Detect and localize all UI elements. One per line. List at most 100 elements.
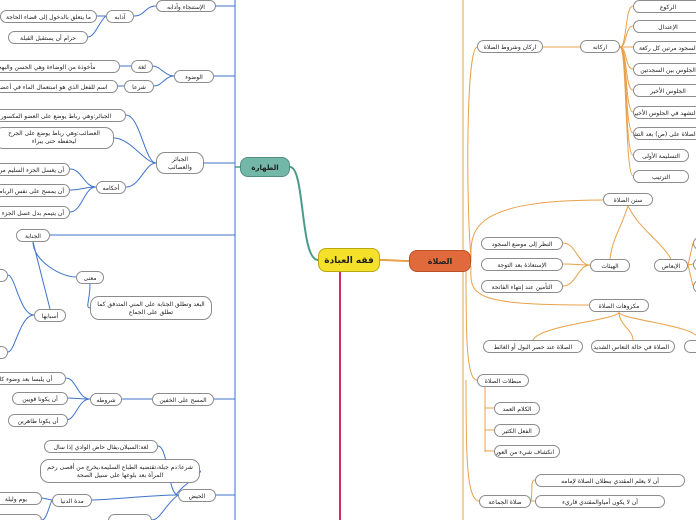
- link-asbab-item: [7, 274, 35, 316]
- node-sunan[interactable]: سنن الصلاة: [603, 193, 653, 206]
- central-topic-fiqh-ibada[interactable]: فقه العبادة: [318, 248, 380, 272]
- link-abaad-item: [687, 242, 694, 266]
- pillar-item[interactable]: الجلوس الأخير: [633, 84, 696, 97]
- pillar-item[interactable]: الجلوس بين السجدتين: [633, 63, 696, 76]
- jabair-def[interactable]: العصائب:وهي رباط يوضع على الجرح ليحفظه ح…: [0, 127, 114, 149]
- jamaa-item[interactable]: أن لا يعلم المقتدي ببطلان الصلاة لإمامه: [535, 474, 685, 487]
- link-hayd-mudda: [91, 494, 179, 501]
- pillar-item[interactable]: التسليمة الأولى: [633, 149, 689, 162]
- node-wudu-shar[interactable]: شرعا: [124, 80, 154, 93]
- node-asbab[interactable]: أسبابها: [34, 309, 66, 322]
- node-pillars-label[interactable]: اركانه: [580, 40, 620, 53]
- link-ahkam-item: [69, 186, 97, 213]
- mubtilat-item[interactable]: الفعل الكثير: [494, 424, 540, 437]
- hayat-item[interactable]: النظر إلى موضع السجود: [481, 237, 563, 250]
- node-maana[interactable]: معنى: [76, 271, 104, 284]
- pillar-item[interactable]: الترتيب: [633, 170, 689, 183]
- link-pillars: [467, 46, 478, 259]
- hayd-mudda-item[interactable]: يوم وليلة: [0, 492, 42, 505]
- shurut-item[interactable]: أن يلبسا بعد وضوء كامل: [0, 372, 66, 385]
- hayd-shar[interactable]: شرعا:دم جبلة،تقتضيه الطباع السليمة،يخرج …: [40, 459, 200, 483]
- jabair-def[interactable]: الجبائر:وهي رباط يوضع على العضو المكسور: [0, 109, 126, 122]
- link-hayat: [609, 205, 629, 260]
- link-abaad: [627, 205, 672, 260]
- node-khuffain[interactable]: المسح على الخفين: [152, 393, 214, 406]
- link-sunan: [470, 199, 604, 263]
- maana-text[interactable]: البعد وتطلق الجنابة على المني المتدفق كم…: [90, 296, 212, 320]
- link-adab-item: [87, 15, 107, 38]
- link-ahkam: [125, 162, 157, 188]
- link-hayat-item: [562, 242, 591, 266]
- link-jabair-def: [113, 137, 157, 164]
- link-hayd-mudda-item: [41, 499, 53, 520]
- ahkam-item[interactable]: أن يمسح على نفس الرباط بالماء: [0, 184, 70, 197]
- node-wudu-lugha[interactable]: لغة: [131, 60, 153, 73]
- makruhat-item[interactable]: الصلاة عند حصر البول أو الغائط: [483, 340, 583, 353]
- link-makruh-item: [618, 311, 696, 336]
- topic-prayer[interactable]: الصلاة: [409, 250, 471, 272]
- node-shurut[interactable]: شروطه: [90, 393, 122, 406]
- node-hayat[interactable]: الهيئات: [590, 259, 630, 272]
- mubtilat-item[interactable]: الكلام العمد: [494, 402, 540, 415]
- node-jabair[interactable]: الجبائر والعصائب: [156, 152, 204, 174]
- hayat-item[interactable]: الإستعاذة بعد التوجة: [481, 258, 563, 271]
- link-makruh-item: [532, 311, 620, 341]
- link-shurut-item: [65, 377, 91, 400]
- hayd-lugha[interactable]: لغة:السيلان،يقال حاض الوادي إذا سال: [44, 440, 158, 453]
- asbab-item[interactable]: [0, 346, 8, 359]
- node-makruhat[interactable]: مكروهات الصلاة: [589, 299, 649, 312]
- asbab-item[interactable]: [0, 269, 8, 282]
- wudu-shar-text[interactable]: اسم للفعل الذي هو استعمال الماء في أعضاء…: [0, 80, 118, 93]
- link-shurut-item: [65, 398, 91, 421]
- jamaa-item[interactable]: أن لا يكون أمياوالمقتدي قاريء: [535, 495, 665, 508]
- link-hayd-mudda-item: [41, 497, 53, 501]
- adab-item[interactable]: ما يتعلق بالدخول إلى قضاء الحاجة: [0, 10, 97, 23]
- node-mubtilat[interactable]: مبطلات الصلاة: [477, 374, 529, 387]
- link-mubtilat: [465, 269, 478, 381]
- shurut-item[interactable]: أن يكونا طاهرين: [8, 414, 68, 427]
- link-wudu-lugha: [152, 65, 175, 77]
- link-pillar: [619, 5, 634, 48]
- pillar-item[interactable]: الإعتدال: [633, 20, 696, 33]
- link-hayd-sub: [151, 494, 179, 520]
- node-adab[interactable]: آدابه: [106, 10, 134, 23]
- center-to-prayer: [379, 259, 410, 262]
- link-wudu-shar: [153, 75, 175, 87]
- link-maana: [32, 241, 77, 278]
- node-pillars-conditions[interactable]: اركان وشروط الصلاة: [477, 40, 543, 53]
- link-pillar: [619, 46, 634, 177]
- ahkam-item[interactable]: أن يتيمم بدل غسل الجزء المستور: [0, 206, 70, 219]
- link-asbab-item: [7, 314, 35, 353]
- wudu-lugha-text[interactable]: مأخوذة من الوضاءة وهي الحسن والبهجة: [0, 60, 120, 73]
- link-adab: [133, 5, 157, 17]
- adab-item[interactable]: حرام أن يستقبل القبلة: [8, 31, 88, 44]
- ahkam-item[interactable]: أن يغسل الجزء السليم من العضو: [0, 163, 70, 176]
- link-abaad-item: [687, 263, 694, 266]
- mubtilat-item[interactable]: انكشاف شيء من العورة: [494, 445, 560, 458]
- link-hayat-item: [562, 264, 591, 287]
- hayat-item[interactable]: التأمين عند إنتهاء الفاتحة: [481, 280, 563, 293]
- hayd-sub[interactable]: [108, 514, 152, 520]
- link-jamaa: [465, 379, 480, 502]
- pillar-item[interactable]: السجود مرتين كل ركعة: [633, 41, 696, 54]
- pillar-item[interactable]: الصلاة على (ص) بعد التشهد الأخير: [633, 127, 696, 140]
- pillar-item[interactable]: التشهد في الجلوس الأخير: [633, 106, 696, 119]
- shurut-item[interactable]: أن يكونا قويين: [12, 392, 68, 405]
- link-pillar: [619, 25, 634, 48]
- makruhat-item[interactable]: الصلاة في حالة النعاس الشديد: [591, 340, 675, 353]
- center-to-purity: [289, 166, 319, 261]
- node-hayd[interactable]: الحيض: [178, 489, 216, 502]
- hayd-mudda[interactable]: مدة الدنيا: [52, 494, 92, 507]
- node-jamaa[interactable]: صلاة الجماعة: [479, 495, 531, 508]
- pillar-item[interactable]: الركوع: [633, 0, 696, 13]
- node-ahkam[interactable]: أحكامه: [96, 181, 126, 194]
- link-hayd-shar: [176, 470, 201, 496]
- node-wudu[interactable]: الوضوء: [174, 70, 214, 83]
- makruhat-item[interactable]: [684, 340, 696, 353]
- node-abaad[interactable]: الإبعاض: [654, 259, 688, 272]
- node-istinja[interactable]: الإستنجاء وآدابه: [156, 0, 216, 12]
- node-janaba[interactable]: الجنابة: [16, 229, 50, 242]
- topic-purity[interactable]: الطهارة: [240, 157, 290, 177]
- hayd-mudda-item[interactable]: [0, 514, 42, 520]
